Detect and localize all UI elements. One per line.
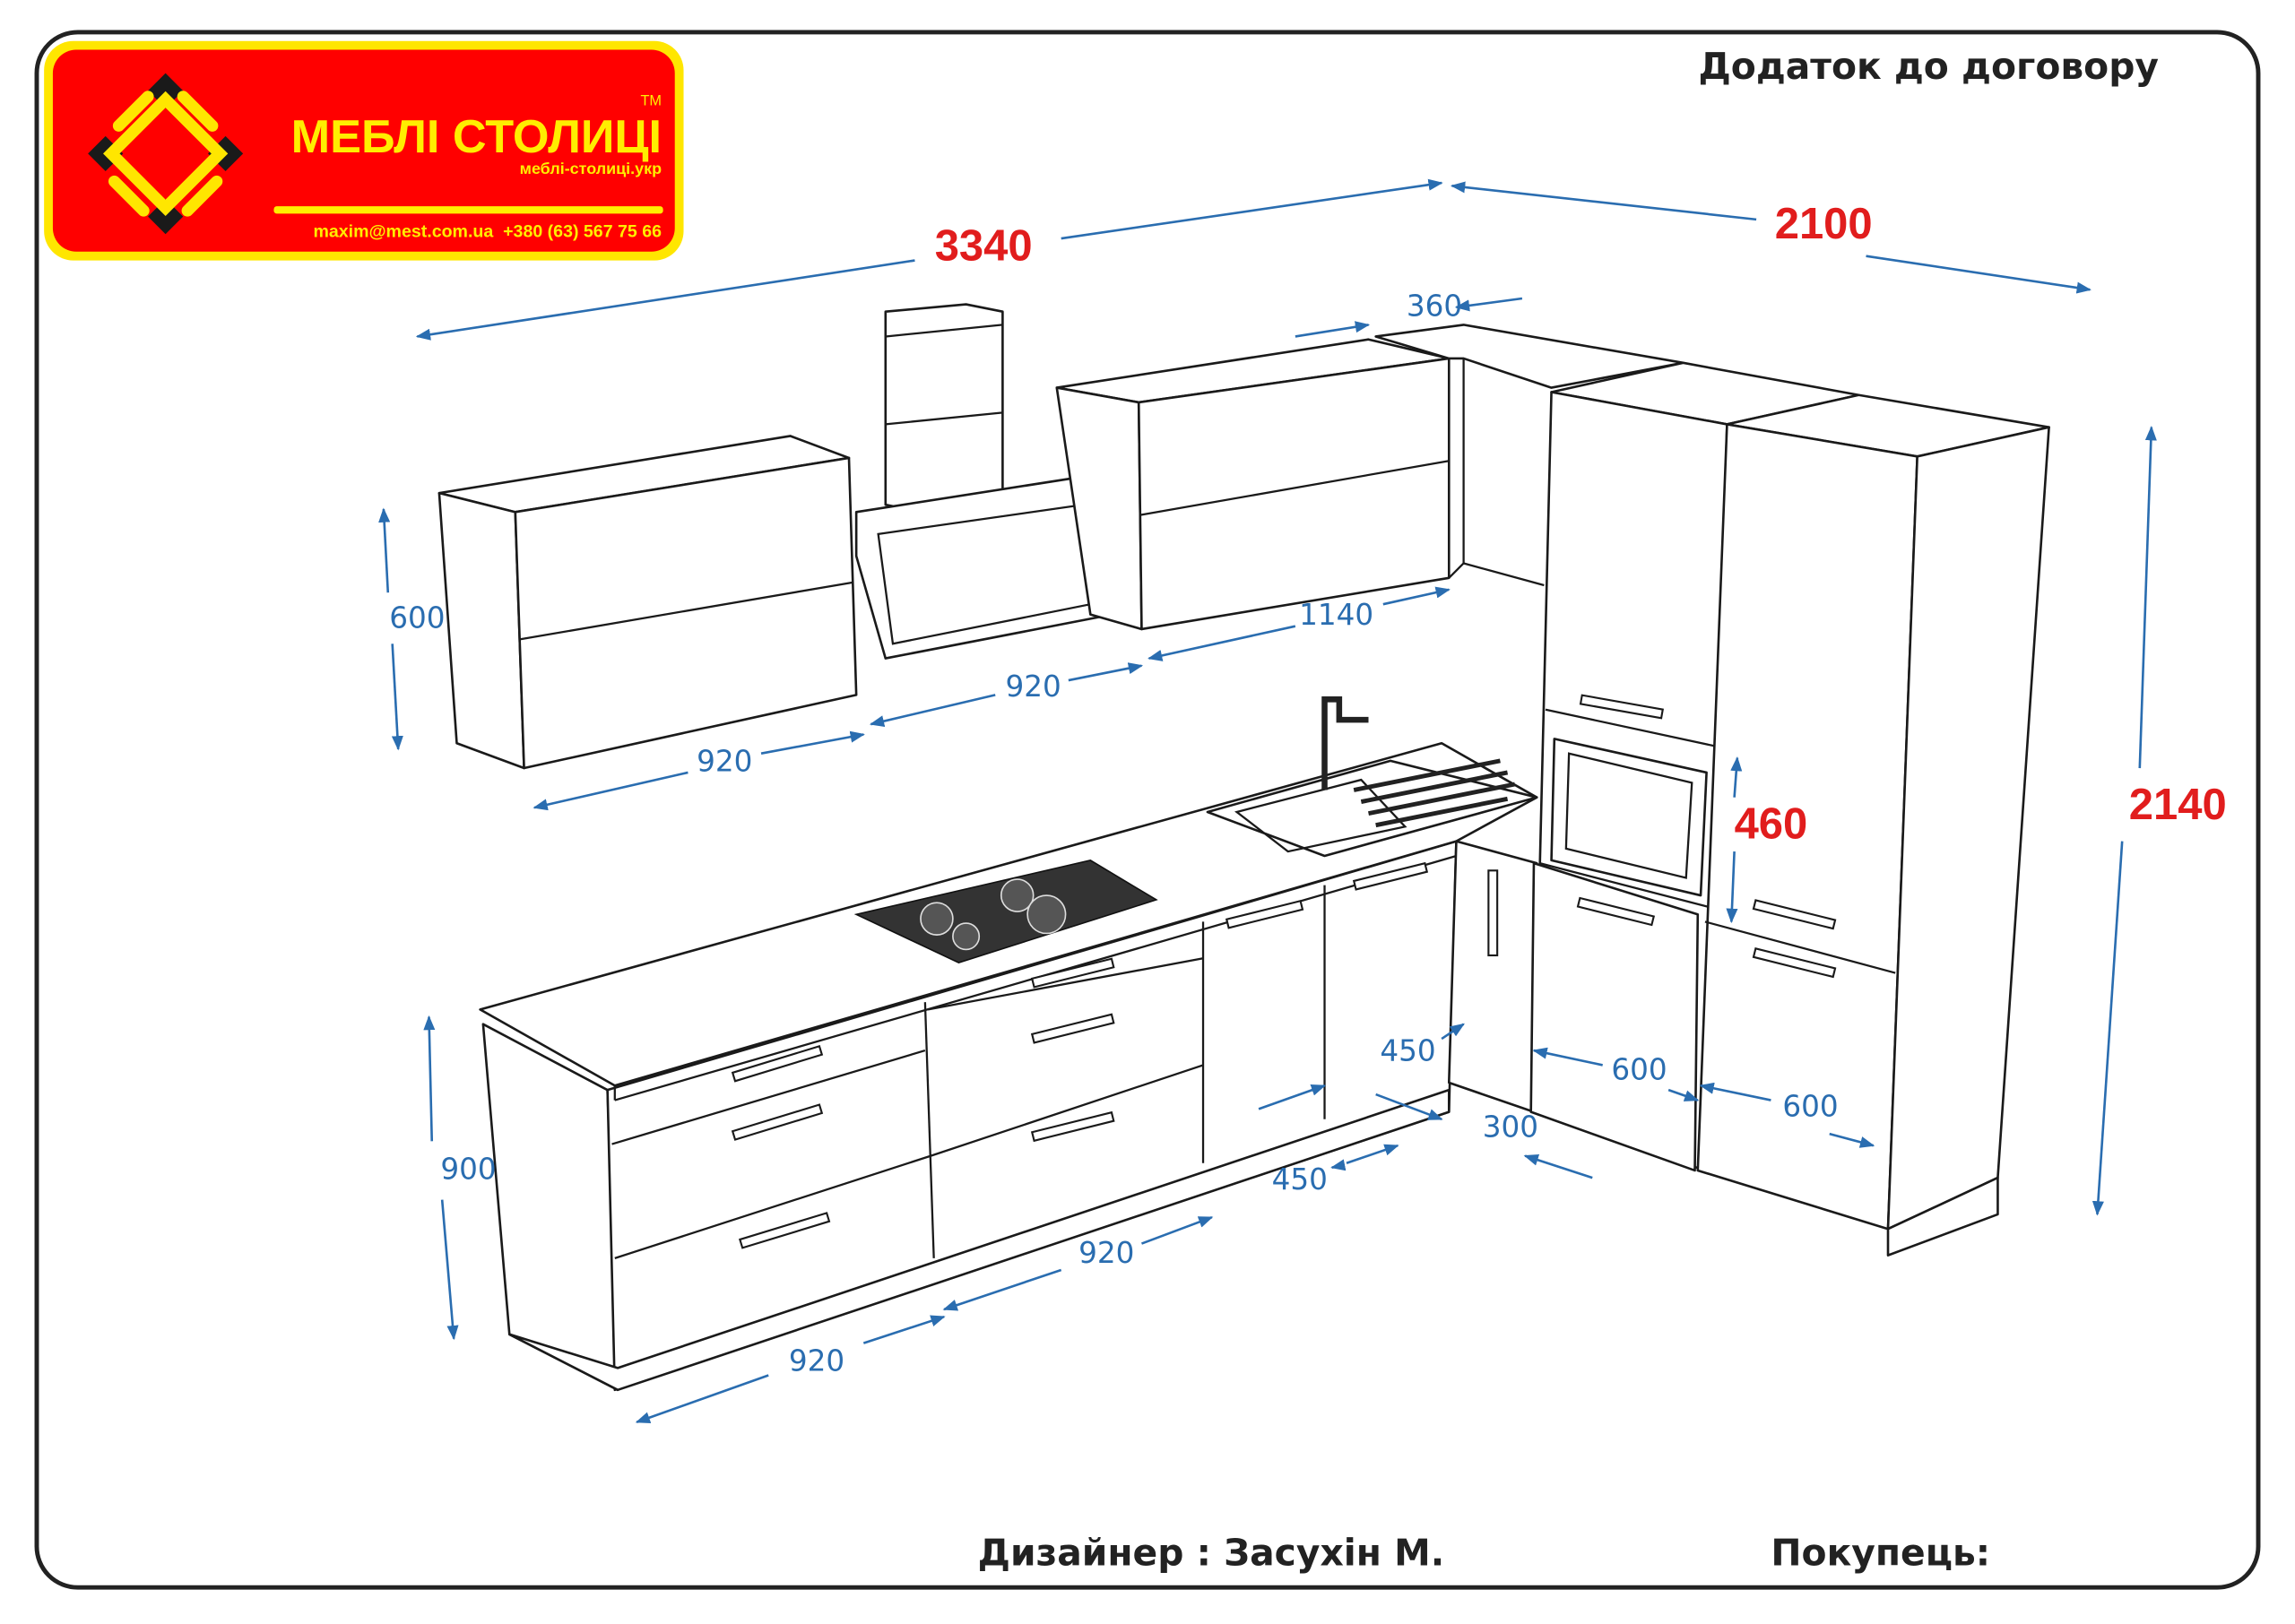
dim-corner-upper: 360 xyxy=(1407,289,1462,324)
dim-hood-width: 920 xyxy=(1006,669,1061,704)
contacts: maxim@mest.com.ua +380 (63) 567 75 66 xyxy=(313,221,662,241)
dim-drawer-base: 920 xyxy=(789,1344,844,1378)
brand-name: МЕБЛІ СТОЛИЦІ xyxy=(291,111,662,163)
dim-upper-left-width: 920 xyxy=(697,744,752,778)
dim-tall-depth-right: 600 xyxy=(1782,1090,1838,1124)
gas-hob xyxy=(853,860,1158,964)
diamond-logo-icon xyxy=(88,73,244,235)
upper-left-cabinet xyxy=(437,435,858,770)
dim-tall-height: 2140 xyxy=(2129,781,2227,829)
faucet xyxy=(1321,696,1369,790)
dim-total-right: 2100 xyxy=(1775,200,1873,248)
upper-corner-cabinet xyxy=(1055,324,1684,631)
dim-total-left: 3340 xyxy=(935,222,1033,271)
tall-cabinet-right xyxy=(1696,393,2050,1257)
document-title: Додаток до договору xyxy=(1698,45,2159,88)
dim-upper-corner-width: 1140 xyxy=(1299,598,1373,632)
dim-sink-base: 450 xyxy=(1272,1162,1328,1196)
trademark: TM xyxy=(640,93,662,109)
dim-corner-base-left: 450 xyxy=(1380,1034,1435,1068)
sink xyxy=(1206,696,1538,858)
dim-upper-height: 600 xyxy=(389,600,445,635)
dim-hob-base: 920 xyxy=(1078,1236,1134,1270)
dim-base-height: 900 xyxy=(440,1153,496,1187)
dimension-lines xyxy=(378,178,2157,1423)
designer-label: Дизайнер : Засухін М. xyxy=(978,1532,1445,1575)
drawer-handles xyxy=(731,861,1656,1249)
dim-tall-depth-left: 600 xyxy=(1611,1053,1667,1087)
company-logo: МЕБЛІ СТОЛИЦІ TM меблі-столиці.укр maxim… xyxy=(44,40,684,261)
website: меблі-столиці.укр xyxy=(520,160,662,177)
customer-label: Покупець: xyxy=(1771,1532,1990,1575)
dim-corner-return: 300 xyxy=(1483,1110,1538,1144)
dim-oven-height: 460 xyxy=(1735,799,1808,848)
